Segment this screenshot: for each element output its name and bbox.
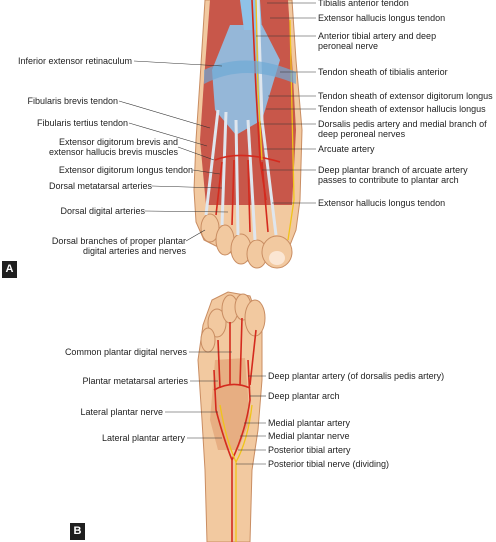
label-medial-plantar-nerve: Medial plantar nerve [268,431,350,441]
label-fibularis-tertius-tendon: Fibularis tertius tendon [36,118,128,128]
label-dorsalis-pedis-artery: Dorsalis pedis artery and medial branch … [318,119,487,139]
label-dorsal-metatarsal-arteries: Dorsal metatarsal arteries [48,181,152,191]
label-inferior-extensor-retinaculum: Inferior extensor retinaculum [17,56,132,66]
label-deep-plantar-arch: Deep plantar arch [268,391,340,401]
label-lateral-plantar-nerve: Lateral plantar nerve [80,407,163,417]
label-dorsal-branches-plantar: Dorsal branches of proper plantar digita… [51,236,186,256]
label-medial-plantar-artery: Medial plantar artery [268,418,351,428]
panel-b-badge: B [70,523,85,540]
label-fibularis-brevis-tendon: Fibularis brevis tendon [27,96,118,106]
label-sheath-ext-hallucis-longus: Tendon sheath of extensor hallucis longu… [318,104,486,114]
label-common-plantar-digital-nerves: Common plantar digital nerves [64,347,187,357]
label-lateral-plantar-artery: Lateral plantar artery [101,433,185,443]
label-posterior-tibial-artery: Posterior tibial artery [268,445,351,455]
label-deep-plantar-artery: Deep plantar artery (of dorsalis pedis a… [268,371,445,381]
label-sheath-ext-dig-longus: Tendon sheath of extensor digitorum long… [318,91,493,101]
plantar-foot [197,291,266,542]
label-posterior-tibial-nerve: Posterior tibial nerve (dividing) [268,459,390,469]
label-ext-dig-longus-tendon: Extensor digitorum longus tendon [58,165,193,175]
label-ext-hallucis-longus-tendon-bottom: Extensor hallucis longus tendon [318,198,446,208]
label-ext-dig-brevis: Extensor digitorum brevis and extensor h… [48,137,178,157]
label-deep-plantar-branch: Deep plantar branch of arcuate artery pa… [318,165,468,185]
label-ext-hallucis-longus-tendon-top: Extensor hallucis longus tendon [318,13,446,23]
panel-a-badge: A [2,261,17,278]
label-arcuate-artery: Arcuate artery [318,144,375,154]
label-plantar-metatarsal-arteries: Plantar metatarsal arteries [82,376,188,386]
dorsal-foot [193,0,303,269]
label-anterior-tibial-artery: Anterior tibial artery and deep peroneal… [318,31,437,51]
label-tibialis-anterior-tendon: Tibialis anterior tendon [318,0,409,8]
label-dorsal-digital-arteries: Dorsal digital arteries [60,206,145,216]
label-sheath-tibialis-anterior: Tendon sheath of tibialis anterior [318,67,448,77]
